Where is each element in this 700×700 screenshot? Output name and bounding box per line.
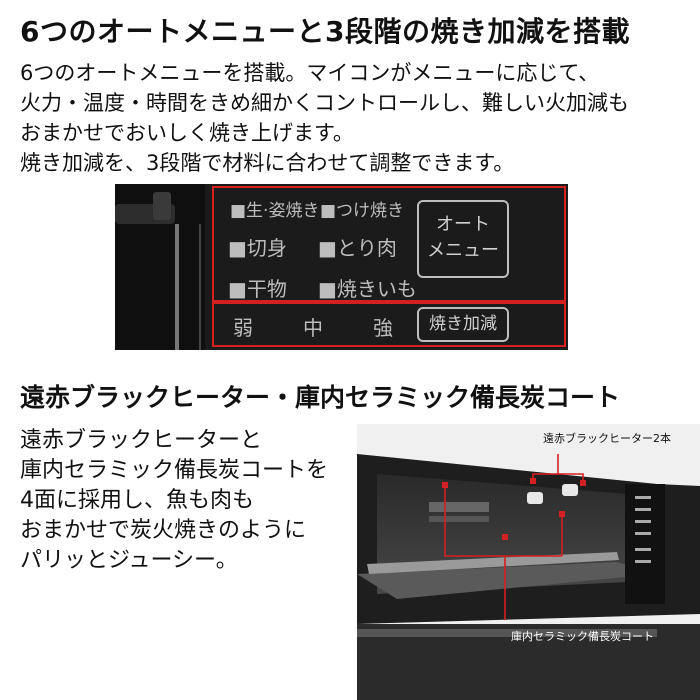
menu-sweet-potato[interactable]: ■焼きいも bbox=[318, 277, 417, 301]
caption-heater: 遠赤ブラックヒーター2本 bbox=[543, 432, 671, 445]
menu-chicken[interactable]: ■とり肉 bbox=[318, 236, 397, 260]
auto-menu-label-1: オート bbox=[436, 214, 490, 235]
door-edge bbox=[199, 224, 201, 350]
menu-fillet[interactable]: ■切身 bbox=[228, 236, 287, 260]
menu-dried-fish[interactable]: ■干物 bbox=[228, 277, 287, 301]
section2-line: 遠赤ブラックヒーターと bbox=[20, 428, 263, 453]
auto-menu-label-2: メニュー bbox=[427, 240, 499, 261]
section1-title: 6つのオートメニューと3段階の焼き加減を搭載 bbox=[20, 15, 630, 48]
auto-menu-highlight bbox=[212, 186, 566, 302]
section2-body: 遠赤ブラックヒーターと 庫内セラミック備長炭コートを 4面に採用し、魚も肉も お… bbox=[20, 426, 328, 576]
control-panel-photo: ■生·姿焼き ■つけ焼き ■切身 ■とり肉 ■干物 ■焼きいも オート メニュー… bbox=[115, 184, 568, 350]
section1-line: 6つのオートメニューを搭載。マイコンがメニューに応じて、 bbox=[20, 61, 600, 85]
section1-line: 火力・温度・時間をきめ細かくコントロールし、難しい火加減も bbox=[20, 91, 629, 115]
section2-title: 遠赤ブラックヒーター・庫内セラミック備長炭コート bbox=[20, 383, 621, 412]
menu-marinated[interactable]: ■つけ焼き bbox=[320, 201, 405, 221]
menu-grilled-whole[interactable]: ■生·姿焼き bbox=[230, 201, 320, 221]
interior-photo: 遠赤ブラックヒーター2本 庫内セラミック備長炭コート bbox=[357, 424, 700, 700]
section2-line: 4面に採用し、魚も肉も bbox=[20, 488, 254, 513]
handle-knob bbox=[153, 192, 171, 220]
level-highlight bbox=[212, 302, 566, 347]
section2-line: おまかせで炭火焼きのように bbox=[20, 518, 307, 543]
level-button[interactable]: 焼き加減 bbox=[417, 307, 509, 342]
section2-line: 庫内セラミック備長炭コートを bbox=[20, 458, 329, 483]
level-strong: 強 bbox=[373, 316, 393, 340]
section1-line: 焼き加減を、3段階で材料に合わせて調整できます。 bbox=[20, 151, 515, 175]
handle-rod bbox=[175, 224, 179, 350]
section1-line: おまかせでおいしく焼き上げます。 bbox=[20, 121, 354, 145]
caption-coat: 庫内セラミック備長炭コート bbox=[511, 630, 654, 643]
level-weak: 弱 bbox=[233, 316, 253, 340]
section2-line: パリッとジューシー。 bbox=[20, 548, 238, 573]
auto-menu-button[interactable]: オート メニュー bbox=[417, 200, 509, 278]
interior-illustration bbox=[357, 454, 700, 700]
level-medium: 中 bbox=[303, 316, 323, 340]
section1-body: 6つのオートメニューを搭載。マイコンがメニューに応じて、 火力・温度・時間をきめ… bbox=[20, 58, 690, 178]
